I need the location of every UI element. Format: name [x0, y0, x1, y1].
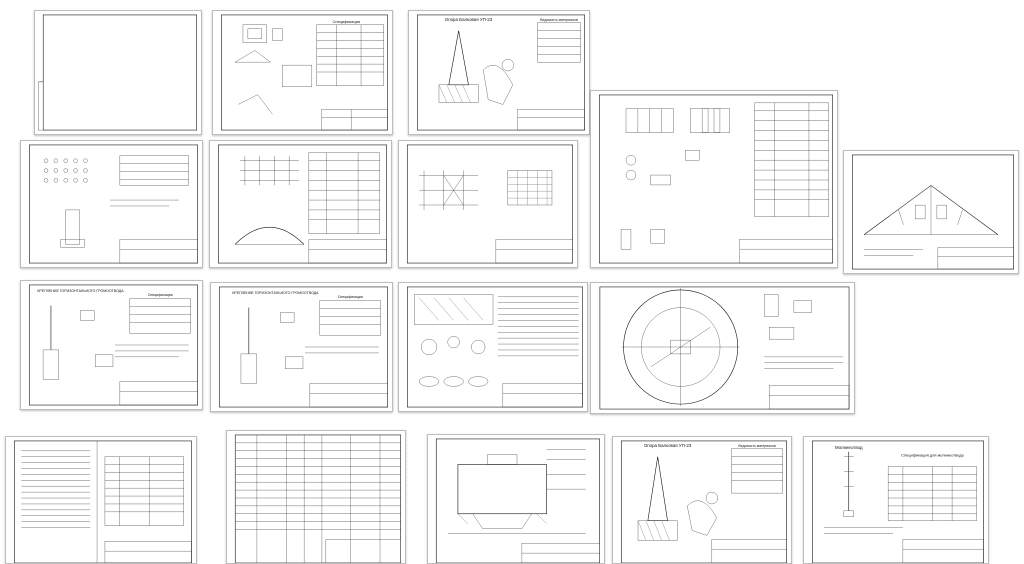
drawing-sheet-3[interactable]: Опора Балковая УП-23 Ведомость материало… — [408, 10, 590, 135]
sheet-9-drawing: КРЕПЛЕНИЕ ГОРИЗОНТАЛЬНОГО ГРОМООТВОДА Сп… — [28, 284, 198, 406]
drawing-sheet-6[interactable] — [209, 140, 392, 268]
drawing-sheet-2[interactable]: Спецификация — [212, 10, 393, 135]
drawing-sheet-7[interactable] — [398, 140, 578, 268]
sheet-11-drawing — [407, 286, 583, 408]
sheet-6-drawing — [218, 144, 387, 264]
drawing-sheet-17[interactable]: Молниеотвод Спецификация для молниеотвод… — [803, 436, 989, 564]
drawing-sheet-5[interactable] — [20, 140, 203, 268]
drawing-sheet-16[interactable]: Опора Балковая УП-23 Ведомость материало… — [612, 436, 792, 564]
sheet-12-drawing — [599, 286, 850, 410]
sheet-15-drawing — [435, 438, 600, 563]
sheet-10-heading: Спецификация — [338, 295, 363, 299]
sheet-10-drawing: КРЕПЛЕНИЕ ГОРИЗОНТАЛЬНОГО ГРОМООТВОДА Сп… — [218, 286, 388, 408]
drawing-sheet-11[interactable] — [398, 282, 588, 412]
sheet-10-caption: КРЕПЛЕНИЕ ГОРИЗОНТАЛЬНОГО ГРОМООТВОДА — [232, 291, 319, 295]
sheet-17-drawing: Молниеотвод Спецификация для молниеотвод… — [812, 440, 984, 563]
sheet-2-drawing: Спецификация — [221, 14, 388, 131]
drawing-sheet-8[interactable] — [843, 150, 1019, 274]
sheet-17-caption: Молниеотвод — [835, 445, 863, 450]
sheet-1-drawing — [38, 14, 198, 131]
sheet-4-drawing — [599, 94, 833, 264]
sheet-3-drawing: Опора Балковая УП-23 Ведомость материало… — [417, 14, 585, 131]
sheet-16-caption: Опора Балковая УП-23 — [644, 443, 692, 448]
sheet-3-heading: Ведомость материалов — [540, 18, 578, 22]
sheet-3-caption: Опора Балковая УП-23 — [445, 17, 493, 22]
drawing-sheet-4[interactable] — [590, 90, 838, 268]
drawing-sheet-1[interactable] — [34, 10, 202, 135]
sheet-7-drawing — [406, 144, 573, 264]
sheet-14-drawing — [234, 434, 402, 563]
drawing-sheet-15[interactable] — [427, 434, 605, 564]
sheet-13-drawing — [14, 440, 192, 563]
sheet-5-drawing — [29, 144, 198, 264]
drawing-sheet-14[interactable] — [226, 430, 406, 564]
sheet-17-heading: Спецификация для молниеотвода — [901, 453, 964, 458]
sheet-16-heading: Ведомость материалов — [738, 444, 776, 448]
drawing-sheet-10[interactable]: КРЕПЛЕНИЕ ГОРИЗОНТАЛЬНОГО ГРОМООТВОДА Сп… — [210, 282, 393, 412]
drawing-sheet-13[interactable] — [5, 436, 197, 564]
drawing-sheet-9[interactable]: КРЕПЛЕНИЕ ГОРИЗОНТАЛЬНОГО ГРОМООТВОДА Сп… — [20, 280, 203, 410]
sheet-2-heading: Спецификация — [333, 19, 361, 24]
sheet-9-caption: КРЕПЛЕНИЕ ГОРИЗОНТАЛЬНОГО ГРОМООТВОДА — [37, 289, 124, 293]
sheet-9-heading: Спецификация — [148, 293, 173, 297]
sheet-8-drawing — [851, 154, 1014, 270]
sheet-16-drawing: Опора Балковая УП-23 Ведомость материало… — [620, 440, 787, 563]
drawing-sheet-12[interactable] — [590, 282, 855, 414]
